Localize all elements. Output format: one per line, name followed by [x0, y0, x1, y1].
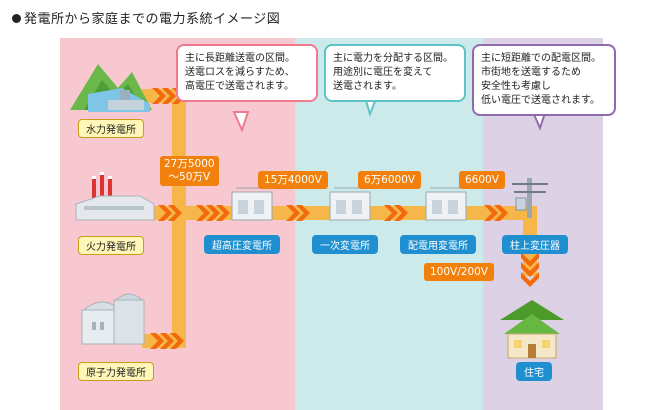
voltage-label-154k: 15万4000V: [258, 171, 328, 189]
voltage-label-6600: 6600V: [459, 171, 505, 189]
callout-short: 主に短距離での配電区間。 市街地を送電するため 安全性も考慮し 低い電圧で送電さ…: [472, 44, 616, 116]
bullet-icon: [12, 14, 21, 23]
voltage-label-66k: 6万6000V: [358, 171, 422, 189]
house-tag: 住宅: [516, 362, 552, 381]
ultra-substation-illustration: [231, 187, 273, 221]
page-title: 発電所から家庭までの電力系統イメージ図: [12, 8, 280, 27]
nuclear-plant-illustration: [81, 293, 145, 345]
thermal-arrow-icon: [158, 205, 182, 221]
distribution-arrow-icon: [384, 205, 408, 221]
voltage-label-275k-500k: 27万5000 〜50万V: [160, 156, 219, 186]
pole-arrow-icon: [484, 205, 508, 221]
distribution-substation-illustration: [425, 187, 467, 221]
plant-tag-hydro: 水力発電所: [78, 119, 144, 138]
thermal-plant-illustration: [75, 172, 155, 221]
primary-substation-illustration: [329, 187, 371, 221]
nuclear-arrow-icon: [150, 333, 184, 349]
substation-tag-ultra: 超高圧変電所: [204, 235, 280, 254]
primary-arrow-icon: [286, 205, 310, 221]
plant-tag-thermal: 火力発電所: [78, 236, 144, 255]
vertical-trunk-line: [172, 96, 186, 348]
down-arrow-icon: [521, 252, 539, 287]
page-title-text: 発電所から家庭までの電力系統イメージ図: [24, 12, 281, 27]
substation-tag-distribution: 配電用変電所: [400, 235, 476, 254]
callout-pointer-transmission: [232, 111, 250, 133]
hydro-plant-illustration: [70, 64, 152, 112]
ultra-arrow-icon: [196, 205, 230, 221]
house-illustration: [500, 300, 564, 359]
callout-transmission: 主に長距離送電の区間。 送電ロスを減らすため、 高電圧で送電されます。: [176, 44, 318, 102]
utility-pole-illustration: [512, 178, 548, 218]
voltage-label-100-200: 100V/200V: [424, 263, 494, 281]
plant-tag-nuclear: 原子力発電所: [78, 362, 154, 381]
callout-distribution: 主に電力を分配する区間。 用途別に電圧を変えて 送電されます。: [324, 44, 466, 102]
substation-tag-pole: 柱上変圧器: [502, 235, 568, 254]
substation-tag-primary: 一次変電所: [312, 235, 378, 254]
